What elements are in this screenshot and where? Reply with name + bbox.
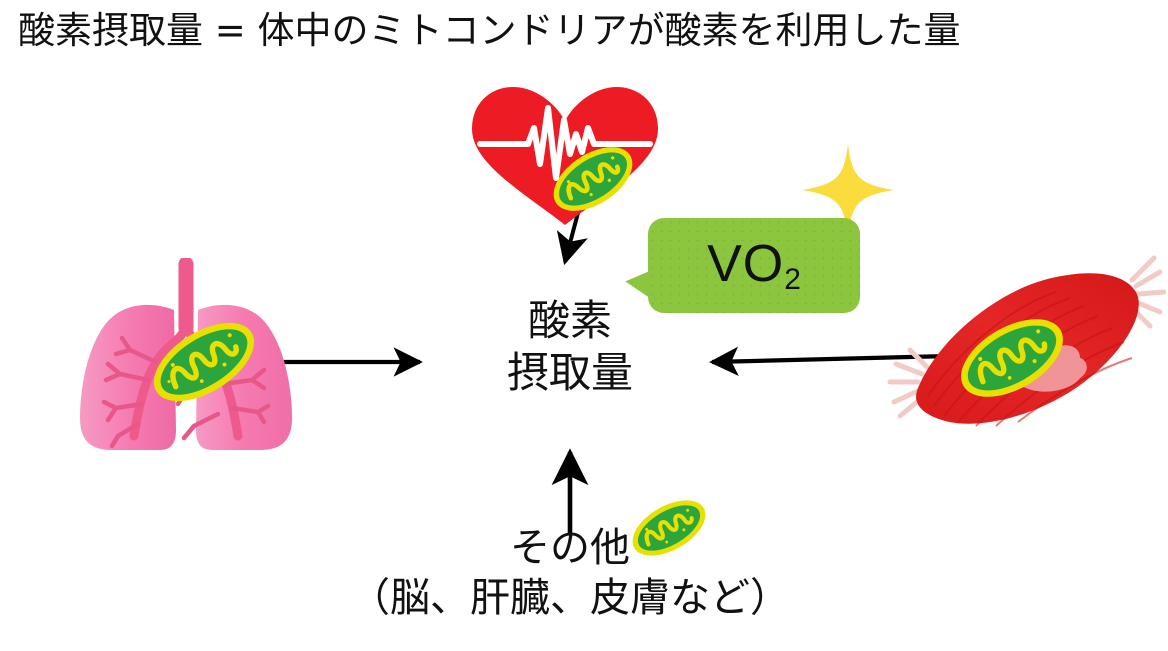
vo2-subscript: 2 xyxy=(784,263,801,296)
vo2-callout: VO2 xyxy=(624,218,860,313)
center-node-label: 酸素 摂取量 xyxy=(455,295,685,399)
sparkle-icon xyxy=(802,144,894,236)
center-node-line1: 酸素 xyxy=(527,296,612,345)
bottom-node-line1: その他 xyxy=(510,525,630,571)
mitochondrion-icon-other xyxy=(632,500,706,556)
heart-shape xyxy=(472,87,658,225)
muscle-illustration xyxy=(887,255,1166,427)
bottom-node-label: その他 （脳、肝臓、皮膚など） xyxy=(320,523,820,623)
heart-illustration xyxy=(472,87,658,225)
lungs-illustration xyxy=(80,258,292,450)
vo2-main: VO xyxy=(707,235,785,293)
vo2-label: VO2 xyxy=(648,235,860,301)
bottom-node-line2: （脳、肝臓、皮膚など） xyxy=(350,575,790,621)
page-title: 酸素摂取量 = 体中のミトコンドリアが酸素を利用した量 xyxy=(18,9,961,52)
mitochondrion-icon xyxy=(961,319,1063,397)
callout-body xyxy=(648,218,860,313)
bronchus-left xyxy=(129,315,191,441)
bronchial-branches xyxy=(101,335,271,449)
mitochondrion-icon xyxy=(553,147,633,211)
ecg-line xyxy=(477,105,653,181)
tendon-group xyxy=(887,255,1166,419)
mitochondrion-icon xyxy=(153,322,255,402)
center-node-line2: 摂取量 xyxy=(506,348,633,397)
